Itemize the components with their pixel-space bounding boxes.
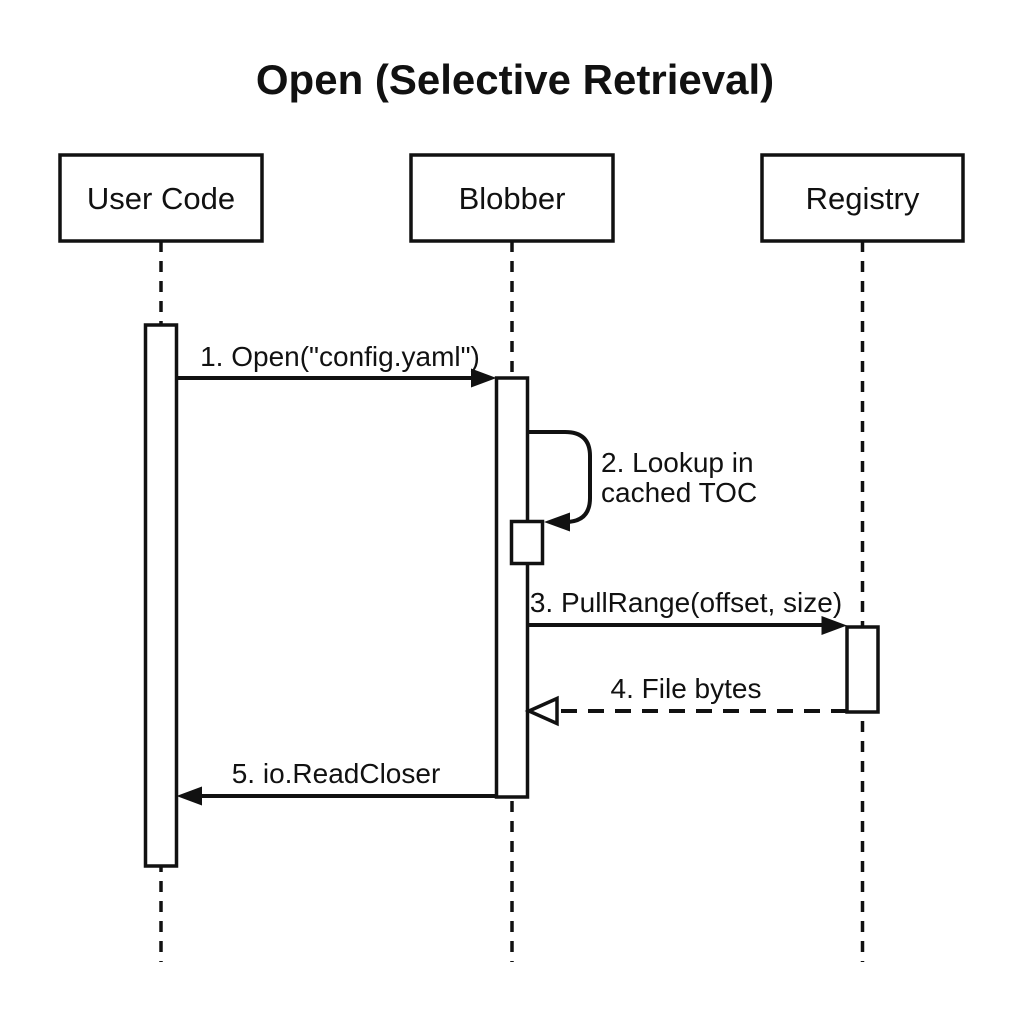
activation-blobber-nested: [509, 519, 545, 566]
message-3-label: 3. PullRange(offset, size): [530, 587, 842, 618]
diagram-title: Open (Selective Retrieval): [256, 56, 774, 103]
participant-label-registry: Registry: [806, 181, 920, 216]
participant-registry: Registry: [760, 153, 965, 243]
activation-user-code: [143, 323, 179, 868]
message-3-arrowhead: [821, 616, 847, 635]
participant-label-blobber: Blobber: [459, 181, 566, 216]
message-5-arrowhead: [176, 786, 202, 806]
participant-blobber: Blobber: [409, 153, 615, 243]
activation-blobber: [494, 376, 530, 799]
participant-label-user-code: User Code: [87, 181, 235, 216]
participant-box-registry: [760, 153, 965, 243]
message-2-self-loop: [527, 430, 592, 524]
message-2-label-line2: cached TOC: [601, 477, 757, 508]
participant-box-user-code: [58, 153, 264, 243]
message-2-label-line1: 2. Lookup in: [601, 447, 754, 478]
message-2-arrowhead: [544, 512, 570, 532]
message-4-arrowhead: [524, 695, 559, 727]
message-1-arrowhead: [471, 368, 497, 388]
message-4-label: 4. File bytes: [611, 673, 762, 704]
message-5-label: 5. io.ReadCloser: [232, 758, 441, 789]
participant-box-blobber: [409, 153, 615, 243]
activation-registry: [845, 625, 880, 714]
participant-user-code: User Code: [58, 153, 264, 243]
message-1-label: 1. Open("config.yaml"): [200, 341, 480, 372]
